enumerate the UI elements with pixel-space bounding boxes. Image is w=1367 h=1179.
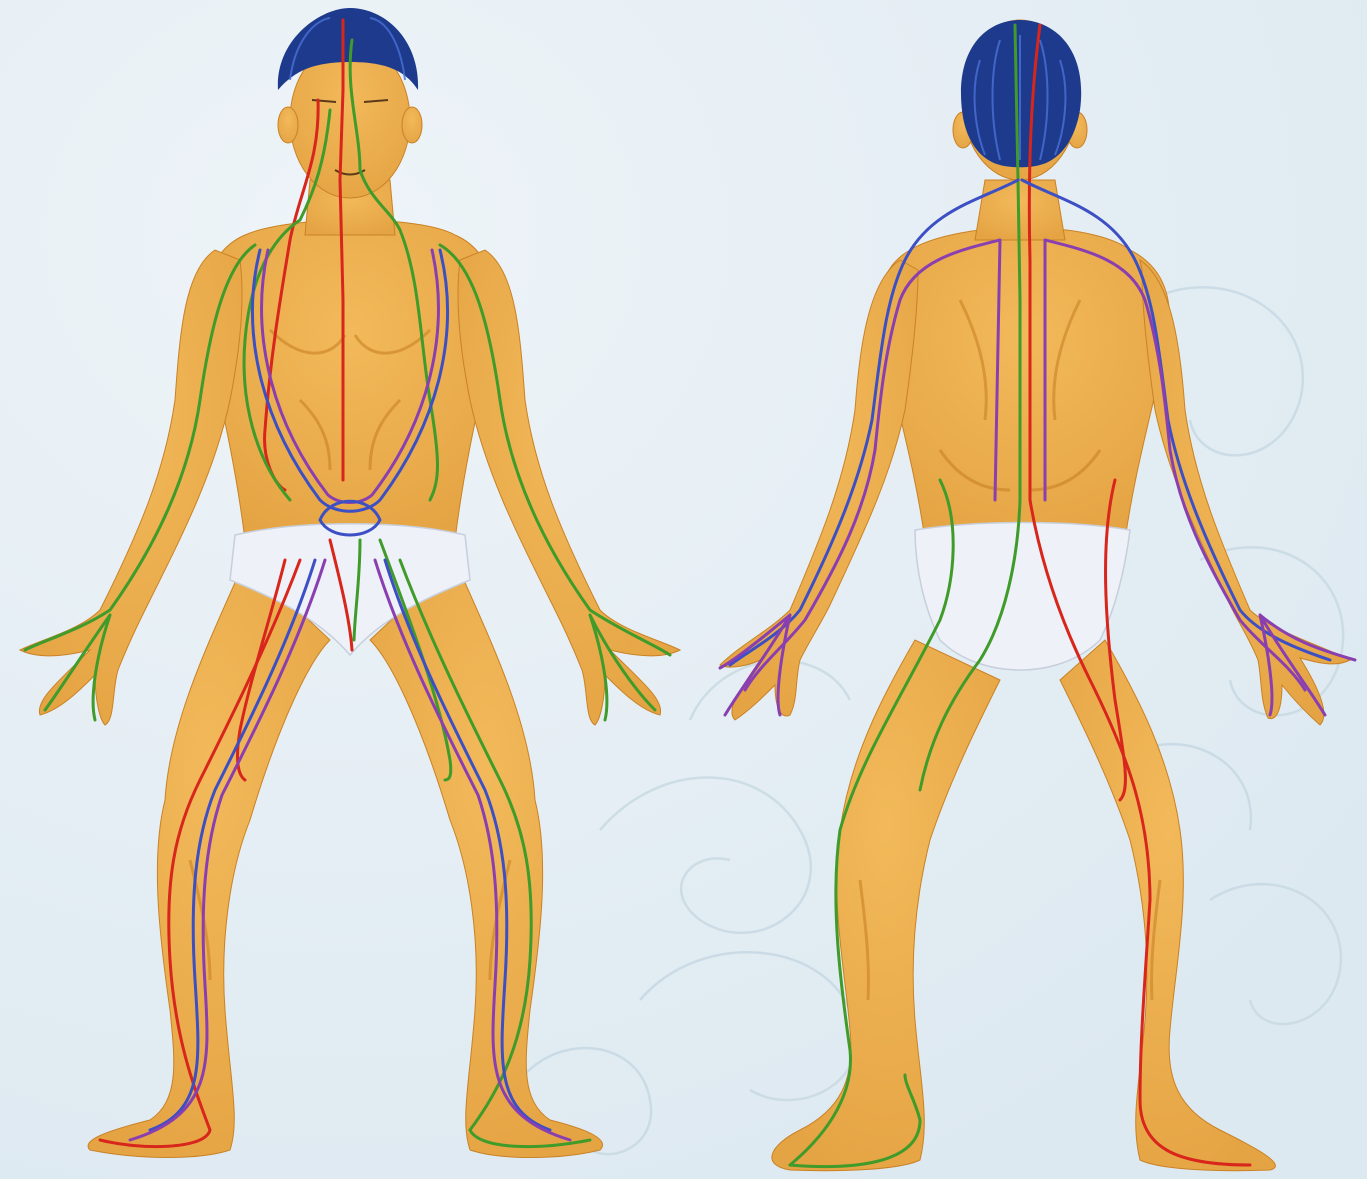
back-hair [961,20,1081,167]
